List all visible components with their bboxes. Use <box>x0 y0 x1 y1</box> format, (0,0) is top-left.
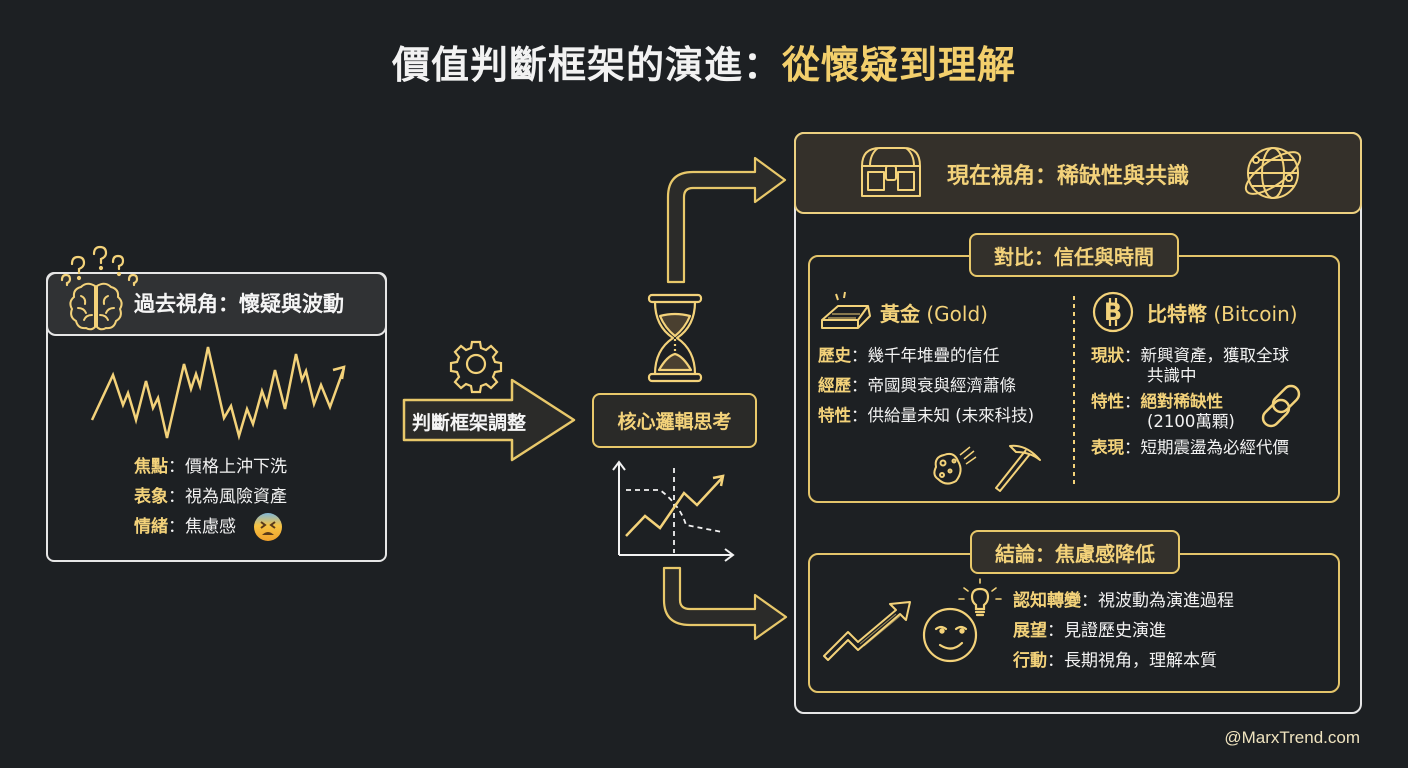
comparison-pill: 對比：信任與時間 <box>969 233 1179 277</box>
past-details: 焦點：價格上沖下洗 表象：視為風險資產 情緒：焦慮感 <box>134 452 287 542</box>
gold-title: 黃金 (Gold) <box>880 302 988 326</box>
present-perspective-title: 現在視角：稀缺性與共識 <box>947 164 1190 189</box>
framework-adjust-label: 判斷框架調整 <box>412 412 527 434</box>
core-logic-label: 核心邏輯思考 <box>617 411 732 433</box>
gold-item-history: 歷史：幾千年堆疊的信任 <box>818 346 1000 365</box>
title-main: 價值判斷框架的演進： <box>391 43 782 87</box>
gold-item-experience: 經歷：帝國興衰與經濟蕭條 <box>818 376 1016 395</box>
past-perspective-header <box>46 272 387 336</box>
bitcoin-item-property-cont: (2100萬顆) <box>1147 412 1235 431</box>
past-item-focus: 焦點：價格上沖下洗 <box>134 457 287 477</box>
past-item-emotion: 情緒：焦慮感 <box>134 517 236 537</box>
bitcoin-item-status: 現狀：新興資產，獲取全球 <box>1091 346 1289 365</box>
svg-text:B: B <box>1104 298 1122 326</box>
conclusion-item-cognition: 認知轉變：視波動為演進過程 <box>1013 591 1234 611</box>
title-highlight: 從懷疑到理解 <box>782 43 1017 87</box>
bitcoin-item-performance: 表現：短期震盪為必經代價 <box>1091 438 1289 457</box>
bitcoin-item-property: 特性：絕對稀缺性 <box>1091 392 1223 411</box>
gold-details: 歷史：幾千年堆疊的信任 經歷：帝國興衰與經濟蕭條 特性：供給量未知 (未來科技) <box>818 341 1034 431</box>
watermark: @MarxTrend.com <box>1224 728 1360 747</box>
gold-item-property: 特性：供給量未知 (未來科技) <box>818 406 1035 425</box>
bitcoin-title: 比特幣 (Bitcoin) <box>1147 302 1298 326</box>
past-perspective-title: 過去視角：懷疑與波動 <box>134 292 344 316</box>
bitcoin-item-status-cont: 共識中 <box>1147 366 1197 385</box>
bitcoin-details: 現狀：新興資產，獲取全球 共識中 特性：絕對稀缺性 (2100萬顆) 表現：短期… <box>1091 341 1289 463</box>
conclusion-pill: 結論：焦慮感降低 <box>970 530 1180 574</box>
conclusion-item-outlook: 展望：見證歷史演進 <box>1013 621 1166 641</box>
core-logic-box: 核心邏輯思考 <box>592 393 757 448</box>
past-item-appearance: 表象：視為風險資產 <box>134 487 287 507</box>
conclusion-item-action: 行動：長期視角，理解本質 <box>1013 651 1217 671</box>
conclusion-details: 認知轉變：視波動為演進過程 展望：見證歷史演進 行動：長期視角，理解本質 <box>1013 586 1234 676</box>
page-title: 價值判斷框架的演進：從懷疑到理解 <box>0 34 1408 89</box>
